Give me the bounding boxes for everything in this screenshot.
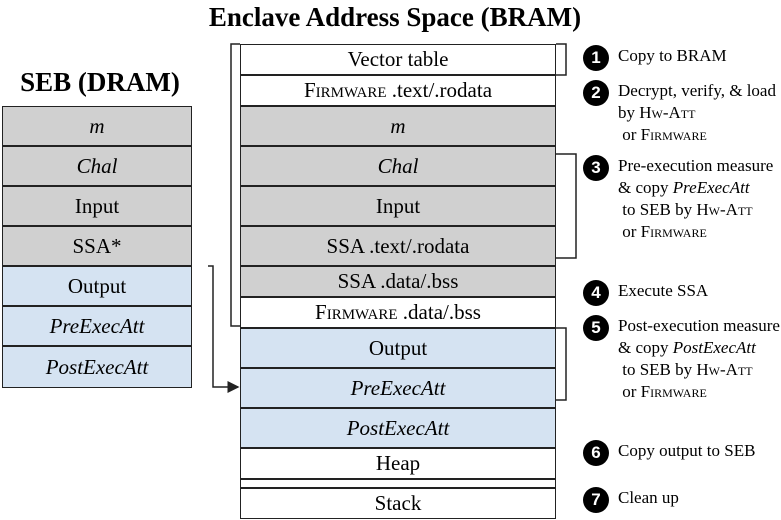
- step-badge: 4: [583, 280, 609, 306]
- enclave-cell-stack: Stack: [240, 488, 556, 519]
- seb-cell-input: Input: [2, 186, 192, 226]
- step-badge: 5: [583, 315, 609, 341]
- enclave-cell-firmware-data: Firmware .data/.bss: [240, 297, 556, 328]
- step-badge: 6: [583, 440, 609, 466]
- step-6: 6 Copy output to SEB: [583, 440, 781, 466]
- step-badge: 1: [583, 45, 609, 71]
- step-text: Clean up: [618, 488, 679, 507]
- step-badge: 2: [583, 80, 609, 106]
- bracket-step-5: [556, 327, 567, 401]
- enclave-cell-vector-table: Vector table: [240, 44, 556, 75]
- step-text: Copy output to SEB: [618, 441, 756, 460]
- seb-title: SEB (DRAM): [20, 67, 180, 97]
- enclave-cell-postexecatt: PostExecAtt: [240, 408, 556, 448]
- step-7: 7 Clean up: [583, 487, 781, 513]
- bracket-step-3: [556, 153, 577, 259]
- left-bracket: [230, 43, 240, 327]
- enclave-cell-m: m: [240, 106, 556, 146]
- step-text: Decrypt, verify, & load by Hw-Att or Fir…: [618, 81, 776, 144]
- step-4: 4 Execute SSA: [583, 280, 781, 306]
- seb-cell-m: m: [2, 106, 192, 146]
- seb-cell-postexecatt: PostExecAtt: [2, 346, 192, 388]
- enclave-cell-ssa-text: SSA .text/.rodata: [240, 226, 556, 266]
- enclave-cell-firmware-text: Firmware .text/.rodata: [240, 75, 556, 106]
- step-badge: 7: [583, 487, 609, 513]
- enclave-cell-input: Input: [240, 186, 556, 226]
- step-text: Copy to BRAM: [618, 46, 727, 65]
- enclave-cell-ssa-data: SSA .data/.bss: [240, 266, 556, 297]
- seb-cell-preexecatt: PreExecAtt: [2, 306, 192, 346]
- step-text: Execute SSA: [618, 281, 709, 300]
- enclave-cell-gap: [240, 479, 556, 488]
- step-text: Post-execution measure & copy PostExecAt…: [618, 316, 780, 401]
- seb-to-enclave-arrow: [208, 265, 240, 393]
- seb-cell-chal: Chal: [2, 146, 192, 186]
- step-3: 3 Pre-execution measure & copy PreExecAt…: [583, 155, 781, 243]
- enclave-cell-preexecatt: PreExecAtt: [240, 368, 556, 408]
- enclave-cell-output: Output: [240, 328, 556, 368]
- diagram-title: Enclave Address Space (BRAM): [208, 2, 582, 32]
- step-5: 5 Post-execution measure & copy PostExec…: [583, 315, 781, 403]
- seb-cell-output: Output: [2, 266, 192, 306]
- enclave-cell-heap: Heap: [240, 448, 556, 479]
- step-1: 1 Copy to BRAM: [583, 45, 781, 71]
- seb-cell-ssa: SSA*: [2, 226, 192, 266]
- bracket-step-1: [556, 43, 567, 76]
- step-text: Pre-execution measure & copy PreExecAtt …: [618, 156, 774, 241]
- step-2: 2 Decrypt, verify, & load by Hw-Att or F…: [583, 80, 781, 146]
- step-badge: 3: [583, 155, 609, 181]
- enclave-cell-chal: Chal: [240, 146, 556, 186]
